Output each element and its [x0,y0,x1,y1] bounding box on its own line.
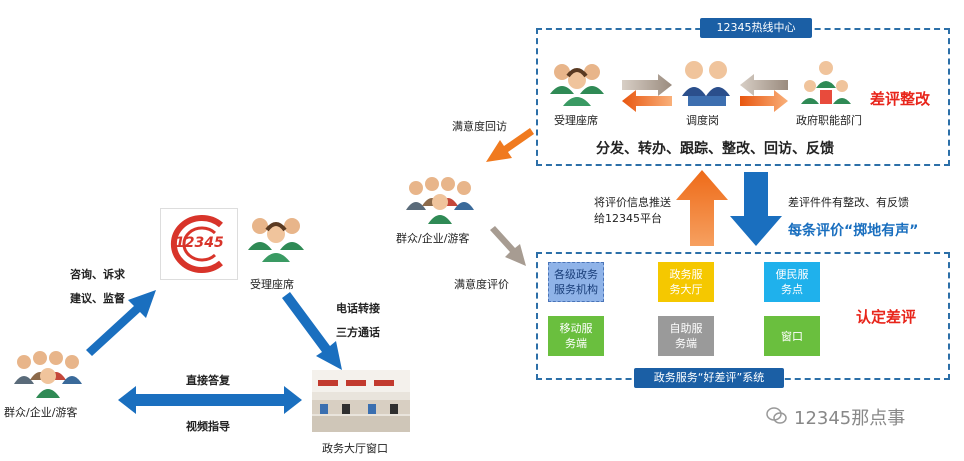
tile-convenience-point: 便民服务点 [764,262,820,302]
hotline-reception-label: 受理座席 [554,114,598,127]
hotline-tasks: 分发、转办、跟踪、整改、回访、反馈 [596,141,834,157]
system-red-tag: 认定差评 [856,308,917,326]
public-left-label: 群众/企业/游客 [4,406,78,419]
department-label: 政府职能部门 [796,114,862,127]
return-visit-arrow [486,128,534,162]
watermark-text: 12345那点事 [794,408,906,429]
arrow-dispatch-to-left [622,90,672,112]
left-reception-label: 受理座席 [250,278,294,291]
public-crowd-icon-top [404,172,476,224]
arrow-dept-to-dispatch [740,74,788,96]
hotline-logo-text: 12345 [175,235,224,251]
slogan-text: 每条评价“掷地有声” [788,223,919,239]
direct-reply-label: 直接答复 [186,374,230,387]
left-agent-group-icon [244,210,308,264]
feedback-down-arrow [730,172,782,246]
hotline-red-tag: 差评整改 [870,90,931,108]
tile-window: 窗口 [764,316,820,356]
push-up-arrow [676,170,728,246]
tile-government-agencies: 各级政务服务机构 [548,262,604,302]
tile-mobile-service: 移动服务端 [548,316,604,356]
push-text-line2: 给12345平台 [594,212,662,225]
public-top-label: 群众/企业/游客 [396,232,470,245]
agent-group-icon [546,58,608,108]
hotline-center-title: 12345热线中心 [700,18,812,38]
dispatcher-icon [680,56,734,108]
hall-window-label: 政务大厅窗口 [322,442,388,455]
three-way-label: 三方通话 [336,326,380,339]
evaluation-arrow [490,226,526,266]
return-visit-label: 满意度回访 [452,120,507,133]
department-icon [798,58,854,110]
arrow-reception-to-hall [282,292,342,370]
double-arrow-public-hall [118,386,302,414]
public-crowd-icon-left [12,346,84,400]
wechat-icon [766,406,788,426]
advise-label: 建议、监督 [70,292,125,305]
arrow-left-to-dispatch [622,74,672,96]
arrow-dispatch-to-dept [740,90,788,112]
arrow-public-to-reception [86,290,156,356]
hall-window-photo [312,370,410,432]
evaluation-label: 满意度评价 [454,278,509,291]
dispatcher-label: 调度岗 [686,114,719,127]
phone-transfer-label: 电话转接 [336,302,380,315]
video-guide-label: 视频指导 [186,420,230,433]
push-text-line1: 将评价信息推送 [594,196,671,209]
tile-self-service: 自助服务端 [658,316,714,356]
evaluation-system-title: 政务服务“好差评”系统 [634,368,784,388]
tile-service-hall: 政务服务大厅 [658,262,714,302]
hotline-logo: 12345 [160,208,238,280]
feedback-text: 差评件件有整改、有反馈 [788,196,909,209]
consult-label: 咨询、诉求 [70,268,125,281]
